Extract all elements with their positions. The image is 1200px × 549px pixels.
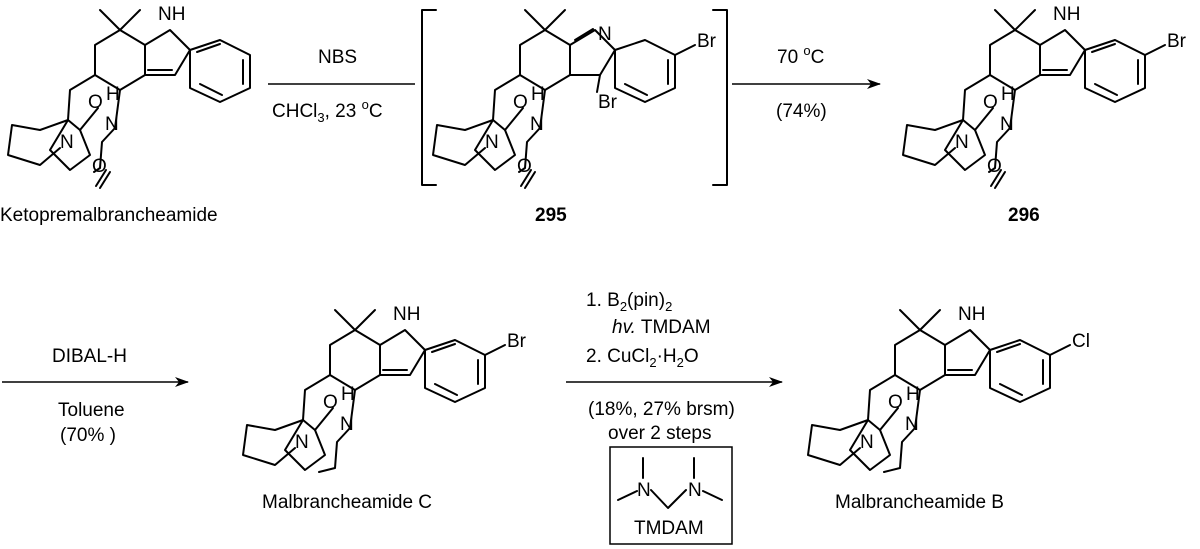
atom-label: N <box>340 414 354 435</box>
svg-text:N: N <box>637 480 651 501</box>
compound-label-295: 295 <box>535 205 567 226</box>
bracket-left <box>421 9 437 186</box>
atom-label: Br <box>697 31 717 52</box>
step4-line3: 2. CuCl2·H2O <box>586 346 699 370</box>
atom-label: Cl <box>1072 331 1090 352</box>
step2-yield: (74%) <box>776 101 827 122</box>
step4-line2: hv. TMDAM <box>612 317 711 338</box>
atom-label: NH <box>958 304 985 325</box>
atom-label: O <box>92 156 107 177</box>
atom-label: H <box>341 384 355 405</box>
atom-label: N <box>955 132 969 153</box>
atom-label: N <box>105 114 119 135</box>
structure-malbrancheamide-c: NH Br O H N N <box>242 304 527 473</box>
atom-label: N <box>1000 114 1014 135</box>
reagent-box-tmdam <box>609 446 733 545</box>
step4-steps-note: over 2 steps <box>608 423 712 444</box>
step1-reagent: NBS <box>318 47 357 68</box>
atom-label: NH <box>1053 4 1080 25</box>
structure-295: N Br Br O H N N O <box>432 9 717 189</box>
atom-label: O <box>88 92 103 113</box>
atom-label: NH <box>158 4 185 25</box>
atom-label: N <box>860 432 874 453</box>
structure-ketopremalbrancheamide: NH O H N N O <box>7 4 251 189</box>
step1-conditions: CHCl3, 23 oC <box>272 97 383 125</box>
atom-label: N <box>295 432 309 453</box>
atom-label: Br <box>1167 31 1187 52</box>
reagent-box-label: TMDAM <box>634 518 704 539</box>
atom-label: O <box>323 392 338 413</box>
step3-reagent: DIBAL-H <box>52 346 127 367</box>
atom-label: N <box>598 24 612 45</box>
atom-label: H <box>531 84 545 105</box>
atom-label: N <box>530 114 544 135</box>
step3-yield: (70% ) <box>60 425 116 446</box>
structure-malbrancheamide-b: NH Cl O H N N <box>807 304 1090 473</box>
atom-label: O <box>983 92 998 113</box>
step3-solvent: Toluene <box>58 400 125 421</box>
atom-label: H <box>1001 84 1015 105</box>
atom-label: Br <box>507 331 527 352</box>
compound-label-malbrancheamide-b: Malbrancheamide B <box>835 492 1004 513</box>
atom-label: H <box>106 84 120 105</box>
bracket-right <box>712 9 728 186</box>
atom-label: O <box>513 92 528 113</box>
step2-conditions: 70 oC <box>777 43 824 68</box>
compound-label-malbrancheamide-c: Malbrancheamide C <box>262 492 432 513</box>
atom-label: O <box>517 156 532 177</box>
structure-296: NH Br O H N N O <box>902 4 1187 189</box>
atom-label: N <box>485 132 499 153</box>
atom-label: O <box>888 392 903 413</box>
step4-yield: (18%, 27% brsm) <box>588 399 735 420</box>
atom-label: O <box>987 156 1002 177</box>
step4-line1: 1. B2(pin)2 <box>586 290 672 314</box>
atom-label: H <box>906 384 920 405</box>
atom-label: NH <box>393 304 420 325</box>
compound-label-296: 296 <box>1008 205 1040 226</box>
atom-label: Br <box>598 92 618 113</box>
structure-tmdam: N N <box>617 457 723 509</box>
atom-label: N <box>60 132 74 153</box>
atom-label: N <box>905 414 919 435</box>
compound-label-ketopremalbrancheamide: Ketopremalbrancheamide <box>0 205 218 226</box>
svg-text:N: N <box>688 480 702 501</box>
